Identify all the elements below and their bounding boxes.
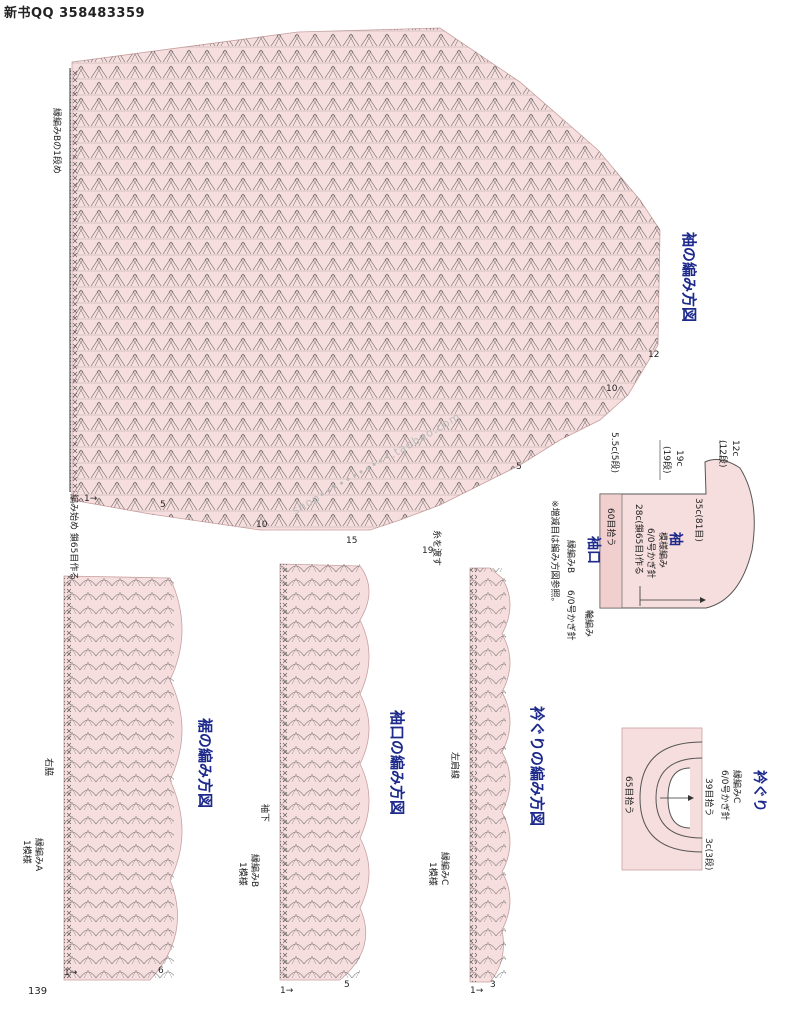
rows-label: (12段) [717, 440, 727, 468]
hem-side-label: 右脇 [43, 758, 53, 777]
neck-schematic-title: 衿ぐり [751, 770, 767, 812]
collar-chart [469, 567, 511, 983]
collar-chart-title: 衿ぐりの編み方図 [528, 706, 546, 827]
cuff-chart-title: 袖口の編み方図 [388, 710, 406, 816]
reference-note: ※増減目は編み方図参照。 [549, 500, 559, 607]
collar-pattern-label: 縁編みC [439, 852, 449, 886]
hem-repeat-label: 1模様 [21, 840, 31, 864]
hem-pattern-label: 縁編みA [33, 838, 43, 872]
row-mark: 10 [256, 520, 268, 530]
row-mark: 10 [606, 384, 618, 394]
schematic-line: 35c(81目) [693, 498, 703, 542]
rows-label: 12c [730, 440, 740, 457]
neck-line: 65目拾う [623, 776, 633, 815]
neck-schematic [621, 727, 703, 871]
neck-line: 39目拾う [703, 778, 713, 817]
schematic-line: 模様編み [657, 532, 667, 569]
collar-repeat-label: 1模様 [427, 862, 437, 886]
neck-line: 3c(3段) [703, 838, 713, 871]
cuff-chart [279, 563, 370, 981]
collar-shoulder-label: 左肩線 [449, 752, 459, 780]
sleeve-chart-title: 袖の編み方図 [680, 232, 698, 323]
row-mark: 1→ [280, 986, 294, 996]
row-mark: 5 [344, 980, 350, 990]
cuff-line: 縁編みB [565, 540, 575, 574]
cuff-line: 6/0号かぎ針 [565, 590, 575, 641]
cuff-pickup-label: 60目拾う [605, 508, 615, 547]
row-mark: 19 [422, 546, 434, 556]
schematic-line: 6/0号かぎ針 [645, 528, 655, 579]
sleeve-start-note: 編み始め 鎖65目作る [68, 494, 78, 581]
cuff-pattern-label: 縁編みB [249, 854, 259, 888]
row-mark: 5 [516, 462, 522, 472]
sleeve-schematic [599, 440, 755, 609]
hem-chart-title: 裾の編み方図 [196, 718, 214, 809]
schematic-line: 28c(鎖65目)作る [633, 504, 643, 575]
row-mark: 3 [490, 980, 496, 990]
row-mark: 1→ [470, 986, 484, 996]
hem-chart [63, 575, 183, 981]
page-number: 139 [28, 986, 48, 997]
row-mark: 1→ [64, 968, 78, 978]
rows-label: 19c [674, 450, 684, 467]
row-mark: 5 [160, 500, 166, 510]
row-mark: 15 [346, 536, 358, 546]
row-mark: 6 [158, 966, 164, 976]
sleeve-stitch-pattern [72, 28, 660, 530]
cuff-repeat-label: 1模様 [237, 862, 247, 886]
row-mark: 1→ [84, 494, 98, 504]
rows-label: 5.5c(5段) [609, 432, 619, 474]
side-note: 輪編み [583, 610, 593, 638]
row-mark: 12 [648, 350, 660, 360]
page-header: 新书QQ 358483359 [4, 6, 146, 21]
neck-line: 縁編みC [731, 770, 741, 804]
neck-line: 6/0号かぎ針 [719, 770, 729, 821]
cuff-title: 袖口 [585, 536, 601, 564]
cuff-under-label: 袖下 [259, 804, 269, 823]
foundation-chain [70, 68, 78, 492]
sleeve-left-note: 縁編みBの1段め [51, 108, 61, 174]
rows-label: (19段) [661, 446, 671, 474]
